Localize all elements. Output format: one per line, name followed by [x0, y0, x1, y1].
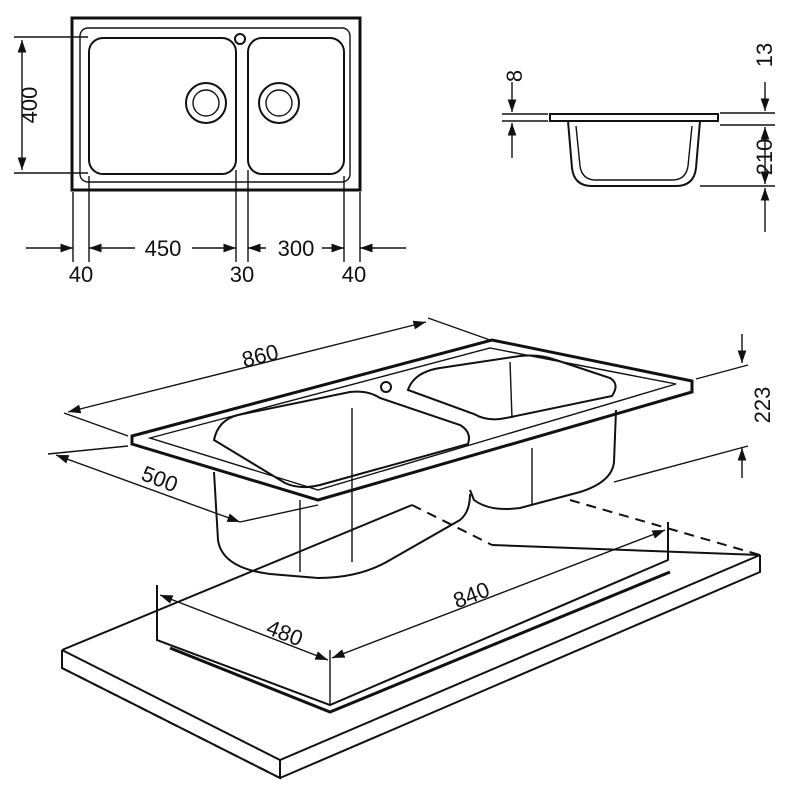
dim-label-right-flange: 40 [342, 262, 366, 287]
dim-label-width: 500 [138, 461, 181, 497]
top-view-sink-inner-rim [79, 27, 351, 183]
dim-label-height: 223 [750, 387, 775, 424]
top-view-small-bowl [247, 37, 345, 175]
top-view-drain-small-outer [258, 82, 300, 124]
top-view-drain-big-outer [185, 82, 227, 124]
dim-label-left-flange: 40 [69, 262, 93, 287]
top-view-drain-big-inner [192, 89, 220, 117]
dim-line-cutout-length [331, 529, 666, 659]
dim-label-rim: 13 [752, 43, 777, 67]
iso-small-bowl-rim [406, 354, 617, 421]
iso-big-bowl-rim [212, 390, 470, 489]
dim-label-length: 860 [239, 339, 281, 372]
iso-small-bowl-body [469, 409, 617, 510]
dim-label-height-400: 400 [17, 87, 42, 124]
dim-line-length [67, 320, 427, 414]
top-view: 400 450 300 40 30 40 [14, 16, 406, 287]
countertop-hidden-edges [61, 499, 761, 779]
dim-label-cutout-length: 840 [450, 577, 493, 613]
side-view: 8 13 210 [502, 43, 777, 232]
countertop-front-edge [61, 555, 761, 780]
dim-label-middle: 30 [230, 262, 254, 287]
dim-label-flange: 8 [502, 70, 527, 82]
dim-label-depth: 210 [752, 139, 777, 176]
side-view-flange [549, 113, 719, 122]
dim-label-big-bowl: 450 [145, 236, 182, 261]
iso-tap-hole [380, 381, 392, 393]
iso-view: 480 840 860 500 223 [47, 317, 775, 780]
sink-flange [130, 338, 694, 502]
iso-big-bowl-body [213, 471, 471, 580]
top-view-tap-hole [234, 33, 246, 45]
top-view-drain-small-inner [265, 89, 293, 117]
dim-line-cutout-width [159, 594, 329, 661]
dim-line-width [55, 454, 241, 523]
side-view-bowl [567, 120, 701, 187]
top-view-sink-outline [70, 16, 362, 192]
top-view-big-bowl [88, 37, 237, 175]
dim-label-cutout-width: 480 [263, 615, 306, 651]
side-view-bowl-inner [575, 125, 693, 181]
dim-label-small-bowl: 300 [278, 236, 315, 261]
